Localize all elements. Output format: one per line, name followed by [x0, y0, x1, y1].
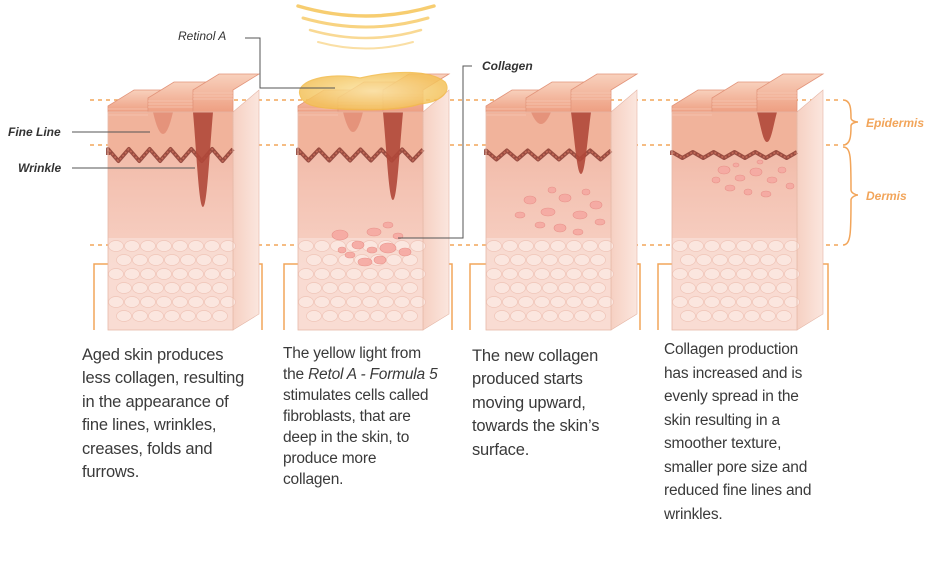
caption-line: less collagen, resulting: [82, 369, 245, 388]
collagen-cells: [331, 159, 795, 267]
caption-aged-skin: Aged skin produces less collagen, result…: [82, 344, 244, 485]
caption-line: The yellow light from: [283, 345, 421, 362]
light-rays: [296, 4, 436, 50]
caption-collagen-increased: Collagen production has increased and is…: [664, 338, 811, 526]
dermis-bracket: [842, 146, 859, 246]
collagen-cell: [594, 218, 606, 226]
collagen-cell: [351, 240, 365, 250]
caption-line: produced starts: [472, 370, 583, 389]
caption-line: skin resulting in a: [664, 411, 780, 429]
caption-line: deep in the skin, to: [283, 429, 410, 447]
caption-line: evenly spread in the: [664, 388, 799, 406]
caption-line: has increased and is: [664, 364, 803, 382]
caption-new-collagen: The new collagen produced starts moving …: [472, 345, 599, 462]
caption-line: reduced fine lines and: [664, 482, 812, 500]
caption-line: surface.: [472, 440, 530, 459]
caption-line: moving upward,: [472, 393, 586, 412]
skin-block: [670, 73, 825, 331]
collagen-cell: [749, 167, 763, 177]
collagen-cell: [732, 162, 740, 168]
caption-line: in the appearance of: [82, 392, 229, 411]
collagen-cell: [589, 200, 603, 210]
collagen-cell: [398, 247, 412, 257]
collagen-cell: [581, 188, 591, 196]
collagen-cell: [357, 257, 373, 267]
skin-blocks: [106, 73, 825, 331]
collagen-cell: [534, 221, 546, 229]
collagen-cell: [337, 246, 347, 254]
collagen-cell: [558, 193, 572, 203]
retinol-glow: [299, 71, 448, 111]
collagen-cell: [344, 251, 356, 259]
caption-line: The new collagen: [472, 347, 599, 365]
collagen-cell: [379, 242, 397, 254]
caption-line: fine lines, wrinkles,: [82, 416, 217, 435]
caption-line: smaller pore size and: [664, 458, 808, 476]
collagen-cell: [766, 176, 778, 184]
caption-line: Collagen production: [664, 341, 799, 358]
collagen-cell: [553, 223, 567, 233]
collagen-cell: [777, 166, 787, 174]
label-wrinkle: Wrinkle: [18, 161, 62, 175]
caption-line: collagen.: [283, 471, 344, 489]
collagen-cell: [366, 246, 378, 254]
collagen-cell: [711, 176, 721, 184]
caption-line-product: the Retol A - Formula 5: [283, 364, 438, 385]
collagen-cell: [734, 174, 746, 182]
product-name: Retol A - Formula 5: [308, 366, 438, 384]
collagen-cell: [514, 211, 526, 219]
caption-text: the: [283, 366, 309, 384]
caption-yellow-light: The yellow light from the Retol A - Form…: [283, 343, 438, 491]
collagen-cell: [572, 210, 588, 220]
skin-block: [484, 73, 639, 331]
collagen-cell: [785, 182, 795, 190]
collagen-cell: [366, 227, 382, 237]
caption-line: Aged skin produces: [82, 346, 224, 364]
leader-lines: [72, 37, 472, 239]
collagen-cell: [717, 165, 731, 175]
collagen-cell: [540, 207, 556, 217]
collagen-cell: [373, 255, 387, 265]
collagen-cell: [331, 229, 349, 241]
skin-block: [106, 73, 261, 331]
collagen-cell: [724, 184, 736, 192]
caption-line: towards the skin’s: [472, 417, 600, 436]
label-fine-line: Fine Line: [8, 125, 61, 139]
label-epidermis: Epidermis: [866, 116, 925, 130]
caption-line: wrinkles.: [664, 505, 723, 523]
collagen-cell: [743, 188, 753, 196]
caption-line: produce more: [283, 450, 377, 468]
collagen-cell: [523, 195, 537, 205]
label-dermis: Dermis: [866, 189, 907, 203]
collagen-cell: [547, 186, 557, 194]
epidermis-bracket: [842, 99, 859, 146]
collagen-cell: [760, 190, 772, 198]
collagen-cell: [382, 221, 394, 229]
collagen-cell: [756, 159, 764, 165]
caption-line: stimulates cells called: [283, 387, 429, 405]
skin-block: [296, 73, 451, 331]
caption-line: smoother texture,: [664, 435, 782, 453]
label-collagen: Collagen: [482, 59, 533, 73]
label-retinol: Retinol A: [178, 29, 227, 43]
caption-line: fibroblasts, that are: [283, 408, 411, 426]
collagen-cell: [572, 228, 584, 236]
caption-line: creases, folds and: [82, 439, 213, 458]
caption-line: furrows.: [82, 463, 140, 482]
